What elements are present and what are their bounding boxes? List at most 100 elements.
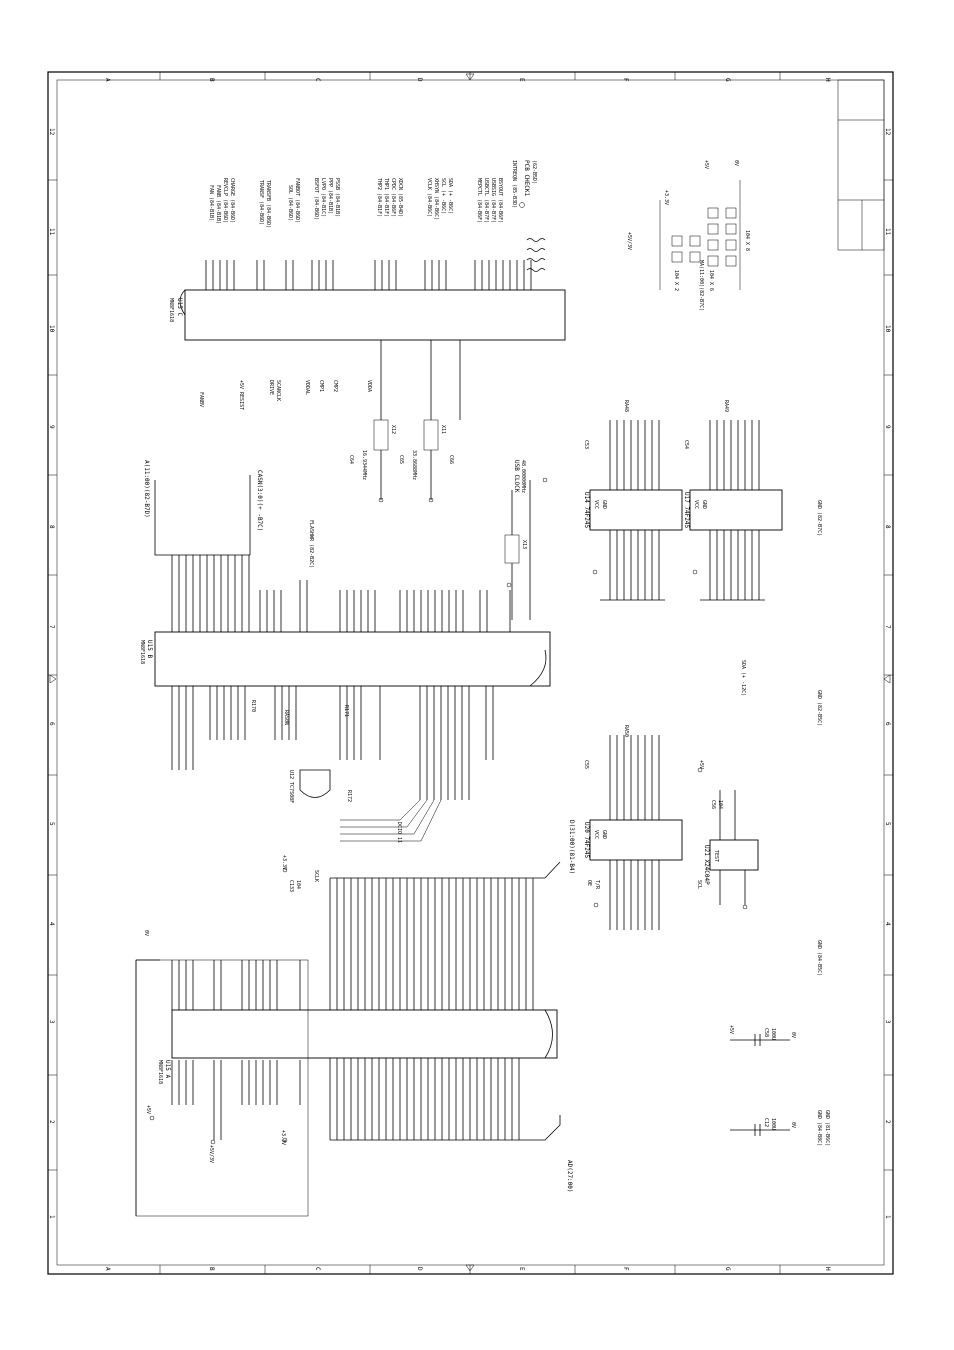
row-1-left: 1 <box>48 1215 55 1219</box>
r170-label: R170 <box>250 700 256 712</box>
caps-gnd: 0V <box>733 160 739 166</box>
c58-label: C58 <box>763 1028 769 1037</box>
u15c-net-interrupt: INTREQN (85-B3D) <box>511 160 517 208</box>
row-4-left: 4 <box>48 922 55 926</box>
u14-block: U14 74F245 VCC GND MA(11:00)(82-B7C) C53… <box>583 260 704 601</box>
u12-label: U12 TC7S08F <box>288 770 294 803</box>
u15c-net-cmp2: CMP2 <box>332 380 338 392</box>
u15c-net-pssb: PSSB (84-B1B) <box>334 178 340 217</box>
column-letters-top: A B C D E F G H <box>104 78 831 82</box>
u15a-33v-label: +3.3V <box>280 1130 286 1145</box>
c65-label: C65 <box>398 455 404 464</box>
col-f-top: F <box>622 78 629 82</box>
col-e-top: E <box>518 78 525 82</box>
v33-label-c133: +3.3V <box>281 855 287 870</box>
row-5-left: 5 <box>48 822 55 826</box>
u15c-net-usbsig: USBSIG (84-B7F) <box>490 178 496 223</box>
u15c-net-lvpo: LVPO (84-B1C) <box>320 178 326 217</box>
c58-gnd: 0V <box>790 1032 796 1038</box>
a11-net-label: A(11:00)(82-B7D) <box>143 460 150 518</box>
row-12-right: 12 <box>884 128 891 136</box>
sclk-label: SCLK <box>313 870 319 882</box>
d31-bus-label: D(31:00)(81-B4) <box>568 820 575 874</box>
dcio-label: DCIO 11 <box>396 822 402 843</box>
casn-net-label: CASN(3:0)(+ -B7C) <box>256 470 263 531</box>
x13-crystal <box>504 534 520 564</box>
u15c-net-xhsyn: XHSYN (84-B6C) <box>433 178 439 220</box>
row-6-left: 6 <box>48 722 55 726</box>
u15c-net-xdcn: XDCN (85-B4D) <box>397 178 403 217</box>
row-numbers-right: 12 11 10 9 8 7 6 5 4 3 2 1 <box>884 128 891 1219</box>
rasn-label: RAS0N <box>283 710 289 725</box>
title-block <box>837 79 885 251</box>
gnd-note-1: GND (82-B7C) <box>816 500 822 536</box>
u15c-net-sol: SOL (84-B6D) <box>287 185 293 221</box>
u15c-net-vclk: VCLK (84-B6C) <box>426 178 432 217</box>
caps-5v: +5V <box>703 160 709 169</box>
col-b-bottom: B <box>208 1267 215 1271</box>
row-9-left: 9 <box>48 425 55 429</box>
ad-bus-label: AD(27:00) <box>566 1160 573 1193</box>
row-4-right: 4 <box>884 922 891 926</box>
u15c-net-scanclk: SCANCLK <box>275 380 281 401</box>
c53-label: C53 <box>583 440 589 449</box>
u15c-net-scl: SCL (+ -B6C) <box>440 178 446 214</box>
c55-label: C55 <box>583 760 589 769</box>
caps-104x8: 104 X 8 <box>744 230 750 251</box>
caps-104x2: 104 X 2 <box>673 270 679 291</box>
c56-label: C56 <box>710 800 716 809</box>
c12-val: 100U <box>770 1118 776 1130</box>
u15a-gnd-label: 0V <box>143 930 149 936</box>
col-d-bottom: D <box>416 1267 423 1271</box>
u15c-net-sda: SDA (+ -B6C) <box>447 178 453 214</box>
u15c-net-transfb: TRANSFB (84-B6D) <box>265 180 271 228</box>
c133-val: 104 <box>295 880 301 889</box>
u17-gnd: GND <box>701 500 707 509</box>
col-c-top: C <box>314 78 321 82</box>
u15a-5v3v-label: +5V/3V <box>208 1145 214 1163</box>
c12-gnd: 0V <box>790 1122 796 1128</box>
col-c-bottom: C <box>314 1267 321 1271</box>
u15c-net-transf: TRANSF (84-B6D) <box>258 180 264 225</box>
u15c-body <box>184 289 566 341</box>
x12-freq: 16.9344MHz <box>361 450 367 480</box>
u15a-ref: U15 A <box>164 1060 171 1078</box>
scl-label: SCL <box>696 880 702 889</box>
u15b-block: U15 B MN8F1618 A(11:00)(82-B7D) <box>139 460 551 892</box>
flashwr-label: FLASHWR (82-B2C) <box>308 520 314 568</box>
u15a-5v-label: +5V <box>145 1105 151 1114</box>
u15c-net-fanbot: FANBOT (84-B6D) <box>294 178 300 223</box>
u14-gnd: GND <box>601 500 607 509</box>
u15a-part: MN8F1618 <box>157 1060 163 1084</box>
u15c-net-revclp: REVCLP (84-B6D) <box>222 178 228 223</box>
usb-clock-label: USB CLOCK <box>513 460 520 493</box>
u21-5v: +5V <box>698 760 704 769</box>
row-10-left: 10 <box>48 325 55 333</box>
caps-5v3v: +5V/3V <box>626 232 632 250</box>
gnd-notes: GND (82-B7C) GND (82-B5C) GND (84-B5C) G… <box>816 500 830 1146</box>
col-h-top: H <box>824 78 831 82</box>
col-d-top: D <box>416 78 423 82</box>
col-e-bottom: E <box>518 1267 525 1271</box>
u21-block: U21 X24C04P TEST SDA (+ -12C) SCL +5V C5… <box>696 660 759 910</box>
u15c-net-fan: FAN (84-B1B) <box>208 185 214 221</box>
column-letters-bottom: A B C D E F G H <box>104 1267 831 1271</box>
row-8-right: 8 <box>884 525 891 529</box>
u15c-net-resist: +5V RESIST <box>238 380 244 410</box>
c12-label: C12 <box>763 1118 769 1127</box>
u17-vcc: VCC <box>693 500 699 509</box>
pcb-check-testpoint <box>519 202 525 208</box>
c58-val: 100U <box>770 1028 776 1040</box>
row-2-right: 2 <box>884 1120 891 1124</box>
u15c-block: U15 C MN8F1618 FAN (84-B1B) FANB (84-B1B… <box>168 160 566 620</box>
c56-val: 104 <box>717 800 723 809</box>
sda-label: SDA (+ -12C) <box>740 660 746 696</box>
row-2-left: 2 <box>48 1120 55 1124</box>
u21-ref: U21 X24C04P <box>703 845 710 885</box>
row-11-left: 11 <box>48 228 55 236</box>
col-a-bottom: A <box>104 1267 111 1271</box>
row-11-right: 11 <box>884 228 891 236</box>
row-numbers-left: 12 11 10 9 8 7 6 5 4 3 2 1 <box>48 128 55 1219</box>
row-12-left: 12 <box>48 128 55 136</box>
row-7-left: 7 <box>48 625 55 629</box>
